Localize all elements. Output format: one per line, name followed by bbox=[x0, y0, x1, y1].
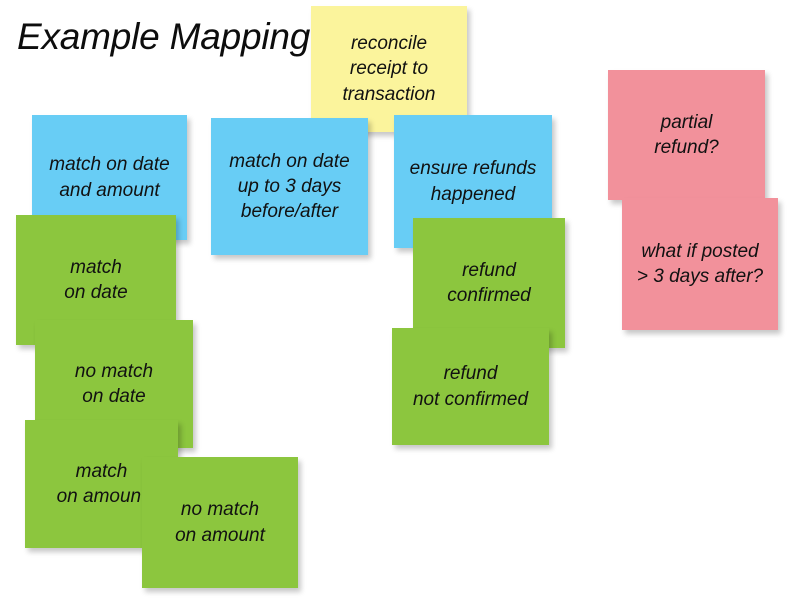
page-title: Example Mapping bbox=[17, 16, 311, 57]
sticky-note-question-posted-3-days-after[interactable]: what if posted> 3 days after? bbox=[622, 198, 778, 330]
sticky-note-text: what if posted> 3 days after? bbox=[636, 240, 764, 287]
